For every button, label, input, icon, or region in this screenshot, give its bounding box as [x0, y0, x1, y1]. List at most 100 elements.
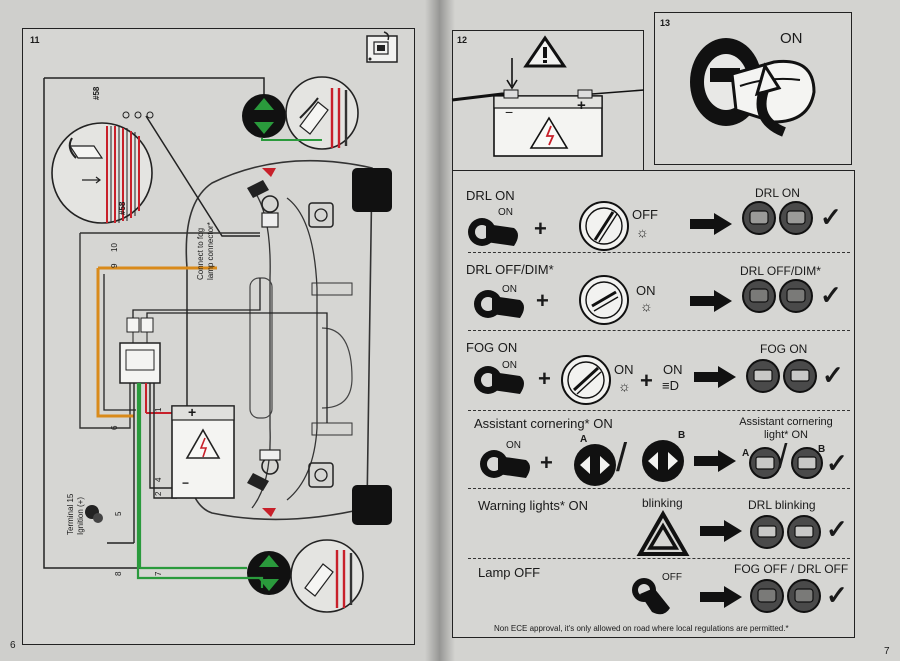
key-state-label: ON — [498, 207, 513, 218]
wire-label-5: 5 — [114, 511, 123, 516]
key-state-label: ON — [502, 360, 517, 371]
slash-separator: / — [778, 438, 788, 476]
key-on-icon — [468, 218, 518, 246]
switch-state-label: ON — [614, 362, 634, 377]
check-icon: ✓ — [826, 514, 848, 544]
mode-title-fog-on: FOG ON — [466, 340, 518, 355]
key-on-icon — [480, 450, 530, 478]
check-icon: ✓ — [822, 360, 844, 390]
plus-sign: + — [538, 366, 551, 391]
blinking-label: blinking — [642, 496, 683, 510]
wire-label-7: 7 — [154, 571, 163, 576]
lamp-icon: ☼ — [636, 224, 649, 240]
fog-lamps-icon — [746, 359, 817, 393]
panel-12-number: 12 — [457, 35, 468, 45]
key-state-label: ON — [506, 440, 521, 451]
light-switch-icon — [579, 275, 629, 325]
light-switch-icon — [561, 355, 611, 405]
wire-label-1: 1 — [154, 407, 163, 412]
lamp-icon: ☼ — [618, 378, 631, 394]
fog-lamp-icon: ≡D — [662, 378, 679, 393]
result-label-drl-off-dim: DRL OFF/DIM* — [740, 264, 821, 278]
fog-state-label: ON — [663, 362, 683, 377]
cornering-left-icon — [574, 444, 616, 486]
mode-title-assistant-cornering: Assistant cornering* ON — [474, 416, 613, 431]
arrow-right-icon — [700, 586, 742, 608]
result-label-drl-blinking: DRL blinking — [748, 498, 816, 512]
battery-disconnect-diagram — [451, 35, 645, 157]
mode-title-lamp-off: Lamp OFF — [478, 565, 541, 580]
key-state-label: ON — [502, 284, 517, 295]
arrow-right-icon — [690, 213, 732, 235]
wiring-harness — [79, 138, 328, 588]
arrow-right-icon — [700, 520, 742, 542]
terminal-15-label-text: Terminal 15 Ignition (+) — [66, 493, 85, 535]
battery-minus-label: − — [182, 476, 190, 490]
result-label-fog-on: FOG ON — [760, 342, 808, 356]
row-divider — [468, 252, 850, 253]
plus-sign: + — [536, 288, 549, 313]
panel-11-number: 11 — [30, 35, 40, 45]
fog-lamp-note-text: Connect to fog lamp connector* — [196, 222, 215, 280]
fog-lamp-note: Connect to fog lamp connector* — [196, 216, 216, 280]
cornering-lamp-left-icon — [749, 447, 781, 479]
check-icon: ✓ — [826, 448, 848, 478]
warning-triangle-icon — [523, 35, 567, 68]
row-divider — [468, 410, 850, 411]
drl-lamps-icon — [742, 279, 813, 313]
mode-title-warning-lights: Warning lights* ON — [478, 498, 589, 513]
key-on-icon — [474, 290, 524, 318]
plus-sign: + — [640, 368, 653, 393]
battery-plus-label: + — [188, 404, 197, 420]
arrow-right-icon — [694, 450, 736, 472]
ignition-on-label: ON — [780, 30, 803, 47]
arrow-right-icon — [694, 366, 736, 388]
page-gutter — [425, 0, 455, 661]
wire-label-4: 4 — [154, 477, 163, 482]
connector-detail-bottom — [290, 539, 364, 613]
page-number-right: 7 — [884, 646, 890, 657]
wire-label-8: 8 — [114, 571, 123, 576]
fuse-label-top: #58 — [92, 86, 101, 100]
wiring-diagram — [43, 31, 398, 613]
mode-title-drl-on: DRL ON — [466, 188, 515, 203]
fuse-label-side: #58 — [118, 201, 127, 215]
connector-detail-top — [285, 76, 359, 150]
battery-minus-terminal: − — [505, 104, 514, 120]
terminal-15-label: Terminal 15 Ignition (+) — [66, 473, 86, 535]
result-label-lamp-off: FOG OFF / DRL OFF — [734, 562, 849, 576]
cornering-a-label: A — [580, 434, 588, 445]
mode-table — [452, 170, 855, 638]
check-icon: ✓ — [820, 202, 842, 232]
headlamp-bulb-bottom — [247, 449, 281, 517]
cornering-b-label: B — [678, 430, 686, 441]
cornering-lamp-right-icon — [791, 447, 823, 479]
switch-state-label: OFF — [632, 207, 658, 222]
arrow-right-icon — [690, 290, 732, 312]
result-a-label: A — [742, 448, 750, 459]
ignition-plug-icon — [85, 505, 103, 523]
check-icon: ✓ — [826, 580, 848, 610]
switch-state-label: ON — [636, 283, 656, 298]
drl-lamps-icon — [750, 515, 821, 549]
mode-title-drl-off-dim: DRL OFF/DIM* — [466, 262, 554, 277]
key-off-icon — [632, 578, 670, 615]
key-on-icon — [474, 366, 524, 394]
wire-label-6: 6 — [110, 425, 119, 430]
wire-label-9: 9 — [110, 263, 119, 268]
slash-separator: / — [616, 436, 628, 480]
check-icon: ✓ — [820, 280, 842, 310]
wire-label-2: 2 — [154, 491, 163, 496]
plus-sign: + — [540, 450, 553, 475]
battery-plus-terminal: + — [577, 97, 586, 114]
lamps-off-icon — [750, 579, 821, 613]
ignition-key-diagram — [690, 38, 816, 137]
lamp-icon: ☼ — [640, 298, 653, 314]
plus-sign: + — [534, 216, 547, 241]
row-divider — [468, 558, 850, 559]
connector-up-down-icon-top — [242, 94, 286, 138]
result-b-label: B — [818, 444, 826, 455]
hazard-triangle-icon — [636, 509, 690, 556]
cornering-right-icon — [642, 440, 684, 482]
